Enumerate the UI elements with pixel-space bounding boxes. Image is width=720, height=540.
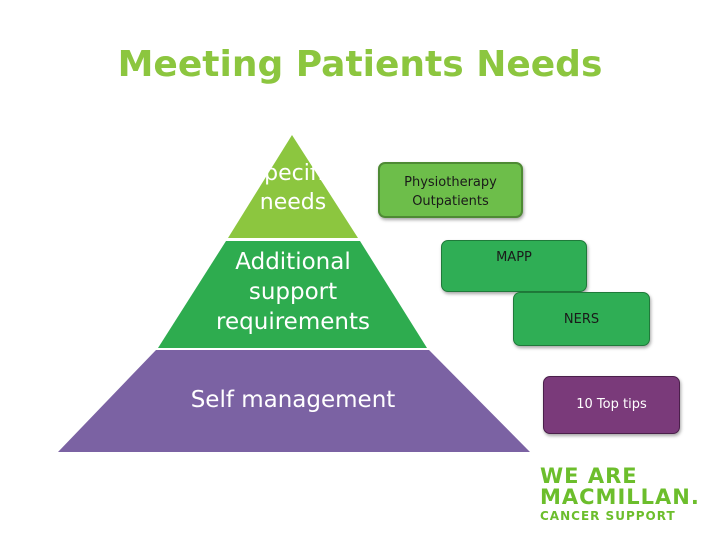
- ners-box: NERS: [513, 292, 650, 346]
- pyramid-middle-tier: [158, 241, 427, 348]
- physiotherapy-outpatients-box: Physiotherapy Outpatients: [378, 162, 523, 218]
- pyramid-top-tier: [228, 135, 358, 238]
- physiotherapy-outpatients-label: Physiotherapy Outpatients: [404, 175, 497, 209]
- ners-label: NERS: [563, 312, 600, 327]
- mapp-box: MAPP: [441, 240, 587, 292]
- pyramid-bottom-tier: [58, 350, 530, 452]
- logo-line-1: WE ARE: [540, 464, 638, 488]
- macmillan-logo: WE ARE MACMILLAN. CANCER SUPPORT: [540, 466, 700, 524]
- top-tips-box: 10 Top tips: [543, 376, 680, 434]
- slide-title: Meeting Patients Needs: [117, 44, 603, 85]
- logo-line-2: MACMILLAN.: [540, 485, 700, 509]
- pyramid-top-label: Specific needs: [250, 161, 336, 215]
- top-tips-label: 10 Top tips: [576, 397, 647, 412]
- pyramid-bottom-label: Self management: [190, 387, 396, 413]
- pyramid-middle-label: Additional support requirements: [216, 249, 370, 335]
- logo-line-3: CANCER SUPPORT: [540, 509, 676, 523]
- mapp-label: MAPP: [496, 250, 532, 265]
